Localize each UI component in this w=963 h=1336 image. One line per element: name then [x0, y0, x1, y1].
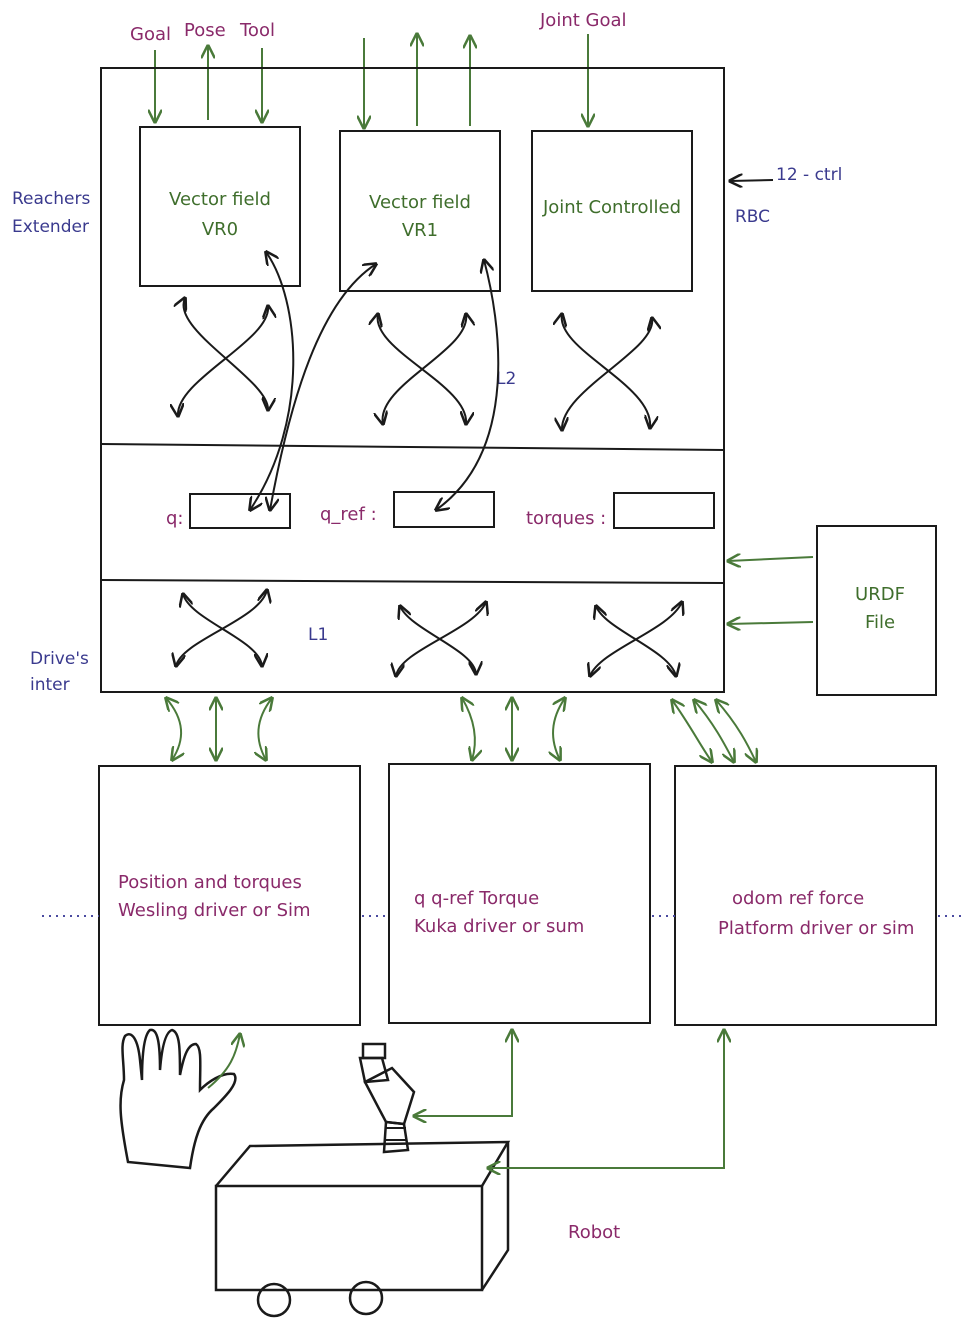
- urdf-title: URDF: [855, 584, 905, 605]
- q-ref-label: q_ref :: [320, 504, 377, 525]
- q-ref-field: [393, 491, 495, 528]
- inter-label: inter: [30, 675, 70, 695]
- robot-arm-icon: [358, 1042, 416, 1154]
- hand-icon: [119, 1028, 237, 1170]
- joint-goal-label: Joint Goal: [539, 10, 627, 31]
- driver-2-line2: Kuka driver or sum: [414, 916, 584, 937]
- cross-arrows-l1-3: [590, 602, 682, 676]
- q-to-vr1-link: [270, 264, 376, 510]
- driver-2-line1: q q-ref Torque: [414, 888, 539, 909]
- rbc-separator-upper: [100, 443, 725, 451]
- rbc-box: [100, 67, 725, 693]
- platform-link-arrow: [488, 1030, 724, 1168]
- driver-1-line2: Wesling driver or Sim: [118, 900, 311, 921]
- ctrl-label: 12 - ctrl: [776, 165, 842, 185]
- joint-controlled-box: [531, 130, 693, 292]
- tool-label: Tool: [239, 20, 275, 41]
- driver-3-line1: odom ref force: [732, 888, 864, 909]
- urdf-arrow-upper: [728, 557, 814, 561]
- vr1-box: [339, 130, 501, 292]
- goal-label: Goal: [130, 24, 171, 45]
- torques-label: torques :: [526, 508, 606, 529]
- torques-field: [613, 492, 715, 529]
- pose-label: Pose: [184, 20, 226, 41]
- reachers-label: Reachers: [12, 189, 90, 209]
- urdf-arrow-lower: [728, 622, 814, 624]
- vr1-title: Vector field: [369, 192, 471, 213]
- links-rbc-driver-3: [672, 700, 756, 762]
- extender-label: Extender: [12, 217, 89, 237]
- driver-box-wesling: [98, 765, 361, 1026]
- driver-1-line1: Position and torques: [118, 872, 302, 893]
- urdf-box: [816, 525, 937, 696]
- robot-label: Robot: [568, 1222, 620, 1243]
- q-field: [189, 493, 291, 529]
- kuka-link-arrow: [414, 1030, 512, 1116]
- vr0-subtitle: VR0: [202, 219, 238, 240]
- l2-label: L2: [496, 369, 516, 389]
- qref-to-vr1-link: [436, 260, 500, 510]
- rbc-separator-lower: [100, 579, 725, 584]
- q-to-vr0-link: [250, 252, 295, 510]
- q-label: q:: [166, 508, 184, 529]
- urdf-subtitle: File: [865, 612, 895, 633]
- hand-link-arrow: [207, 1034, 240, 1089]
- vr0-title: Vector field: [169, 189, 271, 210]
- drives-label: Drive's: [30, 649, 89, 669]
- driver-box-kuka: [388, 763, 651, 1024]
- links-rbc-driver-1: [166, 698, 272, 760]
- driver-box-platform: [674, 765, 937, 1026]
- robot-platform-icon: [214, 1140, 511, 1318]
- joint-controlled-title: Joint Controlled: [542, 197, 681, 218]
- rbc-label: RBC: [735, 207, 770, 227]
- driver-3-line2: Platform driver or sim: [718, 918, 914, 939]
- cross-arrows-l2-1: [178, 298, 268, 416]
- ctrl-arrow: [730, 180, 774, 181]
- cross-arrows-l2-2: [378, 314, 467, 424]
- cross-arrows-l2-3: [562, 314, 653, 430]
- vr0-box: [139, 126, 301, 287]
- cross-arrows-l1-1: [176, 590, 267, 666]
- l1-label: L1: [308, 625, 328, 645]
- vr1-subtitle: VR1: [402, 220, 438, 241]
- links-rbc-driver-2: [462, 698, 565, 760]
- cross-arrows-l1-2: [396, 602, 486, 676]
